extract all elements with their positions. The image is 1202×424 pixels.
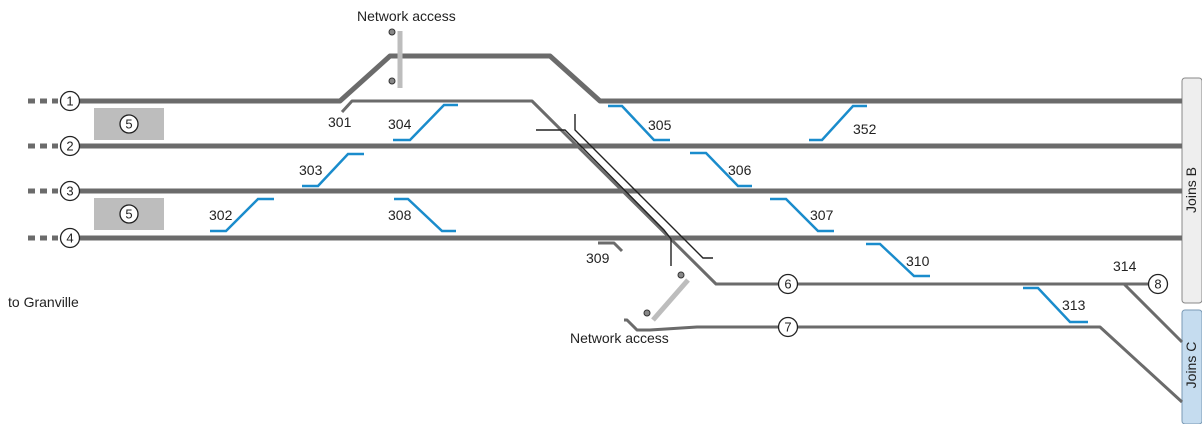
switch-label-305: 305 xyxy=(648,117,672,133)
track-marker-6: 6 xyxy=(777,273,799,295)
switch-label-308: 308 xyxy=(388,207,412,223)
platform-lower: 5 xyxy=(94,198,164,230)
crossover-310 xyxy=(866,242,930,278)
crossover-302 xyxy=(210,197,274,233)
network-access-north-label: Network access xyxy=(357,8,456,24)
crossover-307 xyxy=(770,197,834,233)
joins-c-bar: Joins C xyxy=(1181,309,1202,424)
crossover-313 xyxy=(1023,286,1088,324)
network-access-south-label: Network access xyxy=(570,330,669,346)
joins-c-label: Joins C xyxy=(1183,342,1199,389)
track-marker-3: 3 xyxy=(59,180,81,202)
switch-label-304: 304 xyxy=(388,116,412,132)
switch-labels: 301 302 303 304 305 306 307 308 309 310 … xyxy=(209,114,1137,313)
crossover-305 xyxy=(608,104,670,142)
platform-lower-label: 5 xyxy=(125,207,132,222)
track-marker-1-label: 1 xyxy=(66,94,73,109)
crossover-308 xyxy=(394,197,456,233)
platform-upper-label: 5 xyxy=(125,117,132,132)
track-marker-3-label: 3 xyxy=(66,184,73,199)
track-marker-2-label: 2 xyxy=(66,139,73,154)
switch-label-303: 303 xyxy=(299,162,323,178)
crossover-304 xyxy=(393,103,458,142)
switch-label-352: 352 xyxy=(853,121,877,137)
track-1-line xyxy=(80,53,1182,104)
track-marker-7: 7 xyxy=(777,316,799,338)
crossover-352 xyxy=(809,104,867,142)
track-marker-6-label: 6 xyxy=(784,277,791,292)
track-marker-7-label: 7 xyxy=(784,320,791,335)
crossovers xyxy=(210,103,1088,324)
track-6-line xyxy=(340,99,1184,344)
switch-label-314: 314 xyxy=(1113,258,1137,274)
track-marker-2: 2 xyxy=(59,135,81,157)
switch-label-313: 313 xyxy=(1062,297,1086,313)
platform-upper: 5 xyxy=(94,108,164,140)
switch-label-310: 310 xyxy=(906,253,930,269)
switch-label-307: 307 xyxy=(810,207,834,223)
switch-309-stub xyxy=(598,241,624,253)
joins-b-label: Joins B xyxy=(1183,167,1199,213)
thin-connector-tracks xyxy=(536,114,713,266)
main-tracks xyxy=(80,53,1182,241)
network-access-south: Network access xyxy=(570,271,690,346)
branch-tracks xyxy=(340,99,1184,404)
switch-label-306: 306 xyxy=(728,162,752,178)
track-number-markers: 1 2 3 4 6 7 8 xyxy=(59,90,1169,338)
network-access-north: Network access xyxy=(357,8,456,88)
lead-in-dashes xyxy=(28,98,58,241)
track-marker-4-label: 4 xyxy=(66,231,73,246)
track-marker-8-label: 8 xyxy=(1154,277,1161,292)
switch-label-302: 302 xyxy=(209,207,233,223)
joins-b-bar: Joins B xyxy=(1181,77,1202,304)
track-marker-8: 8 xyxy=(1147,273,1169,295)
crossover-303 xyxy=(302,152,364,188)
crossover-306 xyxy=(690,151,752,188)
track-7-line xyxy=(624,318,1184,404)
direction-label: to Granville xyxy=(8,294,79,310)
switch-label-301: 301 xyxy=(328,114,352,130)
switch-label-309: 309 xyxy=(586,250,610,266)
track-marker-4: 4 xyxy=(59,227,81,249)
track-marker-1: 1 xyxy=(59,90,81,112)
